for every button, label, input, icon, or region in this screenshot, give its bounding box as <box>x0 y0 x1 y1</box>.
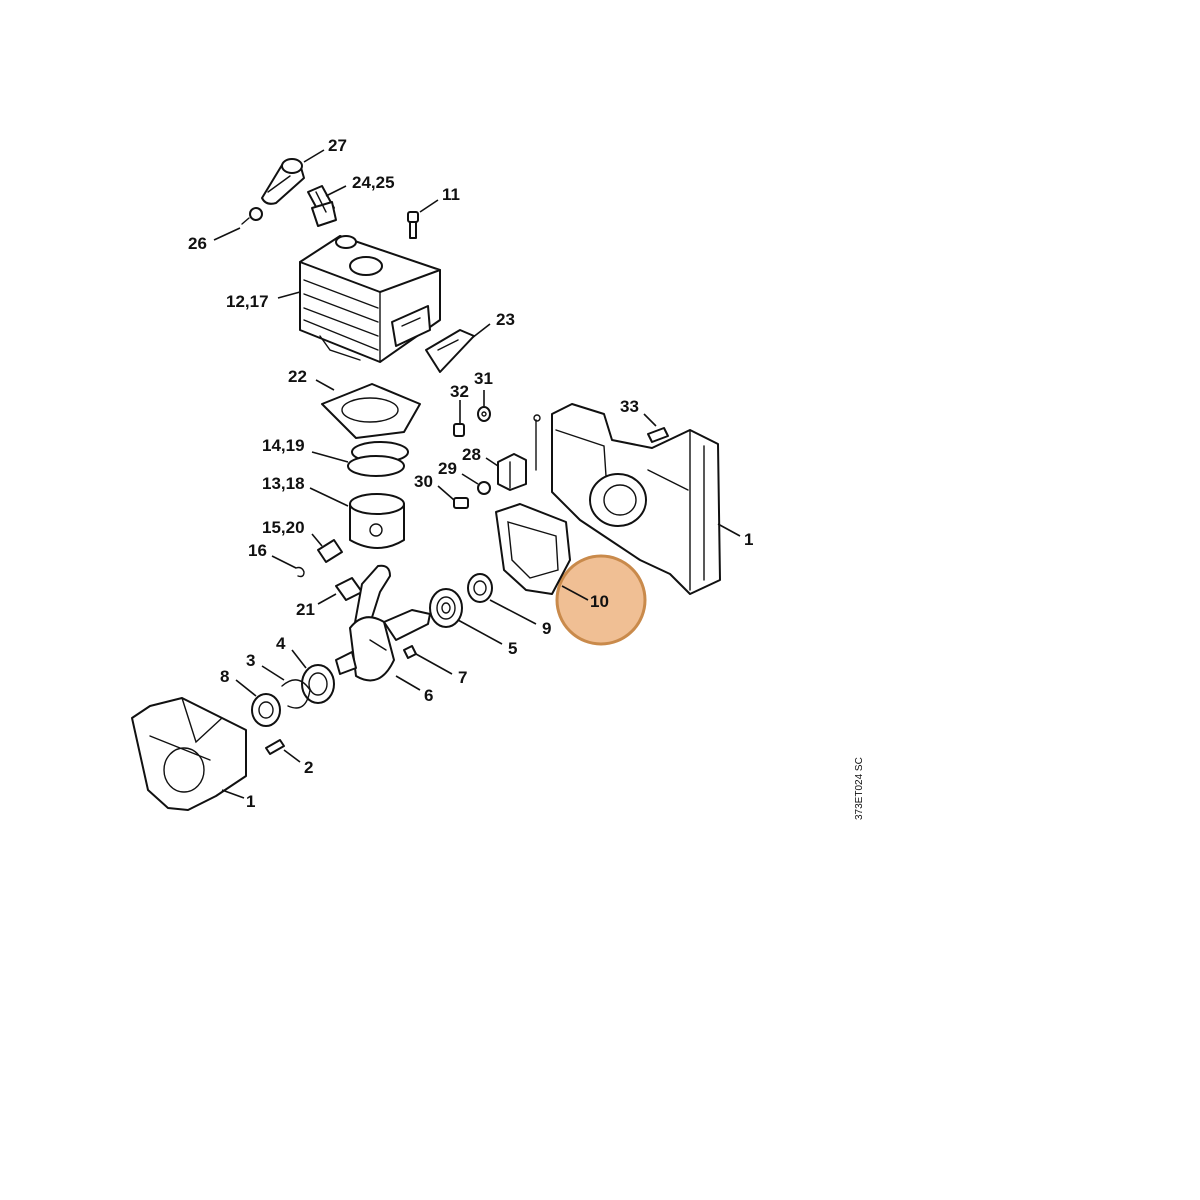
woodruff-key-part[interactable] <box>403 645 417 659</box>
label-part-14-19[interactable]: 14,19 <box>262 436 305 455</box>
label-part-7[interactable]: 7 <box>458 668 467 687</box>
screw-part-33[interactable] <box>647 427 669 443</box>
label-part-10[interactable]: 10 <box>590 592 609 611</box>
label-part-16[interactable]: 16 <box>248 541 267 560</box>
label-part-21[interactable]: 21 <box>296 600 315 619</box>
leader-lines <box>213 149 741 799</box>
label-part-30[interactable]: 30 <box>414 472 433 491</box>
drawing-code: 373ET024 SC <box>854 757 865 820</box>
label-part-26[interactable]: 26 <box>188 234 207 253</box>
label-part-22[interactable]: 22 <box>288 367 307 386</box>
label-part-29[interactable]: 29 <box>438 459 457 478</box>
dowel-pin-part[interactable] <box>265 739 285 755</box>
crankcase-right-part[interactable] <box>533 403 721 595</box>
spark-plug-boot-part[interactable] <box>261 158 305 205</box>
bracket-part[interactable] <box>497 453 527 491</box>
label-part-5[interactable]: 5 <box>508 639 517 658</box>
screw-part-11[interactable] <box>407 211 419 239</box>
label-part-24-25[interactable]: 24,25 <box>352 173 395 192</box>
label-part-6[interactable]: 6 <box>424 686 433 705</box>
needle-cage-part[interactable] <box>335 577 363 601</box>
label-part-3[interactable]: 3 <box>246 651 255 670</box>
piston-pin-part[interactable] <box>317 539 343 563</box>
bearing-part-4[interactable] <box>301 664 335 704</box>
crankcase-gasket-part[interactable] <box>495 503 571 595</box>
label-part-1-left[interactable]: 1 <box>246 792 255 811</box>
label-part-8[interactable]: 8 <box>220 667 229 686</box>
cylinder-part[interactable] <box>299 235 441 363</box>
piston-rings-part[interactable] <box>347 441 409 477</box>
cylinder-gasket-part[interactable] <box>321 383 421 439</box>
exhaust-gasket-part[interactable] <box>425 329 475 373</box>
label-part-27[interactable]: 27 <box>328 136 347 155</box>
label-part-32[interactable]: 32 <box>450 382 469 401</box>
screw-part-32[interactable] <box>453 423 465 437</box>
crankshaft-part[interactable] <box>335 564 431 682</box>
circlip-part-3[interactable] <box>281 679 311 709</box>
label-part-15-20[interactable]: 15,20 <box>262 518 305 537</box>
label-part-23[interactable]: 23 <box>496 310 515 329</box>
label-part-13-18[interactable]: 13,18 <box>262 474 305 493</box>
oil-seal-part-8[interactable] <box>251 693 281 727</box>
label-part-33[interactable]: 33 <box>620 397 639 416</box>
bearing-part-5[interactable] <box>429 588 463 628</box>
oil-seal-part[interactable] <box>467 573 493 603</box>
part-labels: 27 24,25 11 26 12,17 23 22 32 31 33 14,1… <box>188 136 753 811</box>
label-part-9[interactable]: 9 <box>542 619 551 638</box>
screw-part-30[interactable] <box>453 497 469 509</box>
circlip-part[interactable] <box>295 566 305 578</box>
piston-part[interactable] <box>349 493 405 549</box>
label-part-2[interactable]: 2 <box>304 758 313 777</box>
highlight-marker[interactable] <box>555 554 647 646</box>
label-part-11[interactable]: 11 <box>442 185 460 204</box>
washer-part-31[interactable] <box>477 406 491 422</box>
spark-plug-part[interactable] <box>307 185 337 227</box>
clip-part[interactable] <box>241 207 263 225</box>
label-part-12-17[interactable]: 12,17 <box>226 292 269 311</box>
label-part-31[interactable]: 31 <box>474 369 493 388</box>
washer-part-29[interactable] <box>477 481 491 495</box>
label-part-1-right[interactable]: 1 <box>744 530 753 549</box>
label-part-28[interactable]: 28 <box>462 445 481 464</box>
crankcase-left-part[interactable] <box>131 697 247 811</box>
label-part-4[interactable]: 4 <box>276 634 286 653</box>
